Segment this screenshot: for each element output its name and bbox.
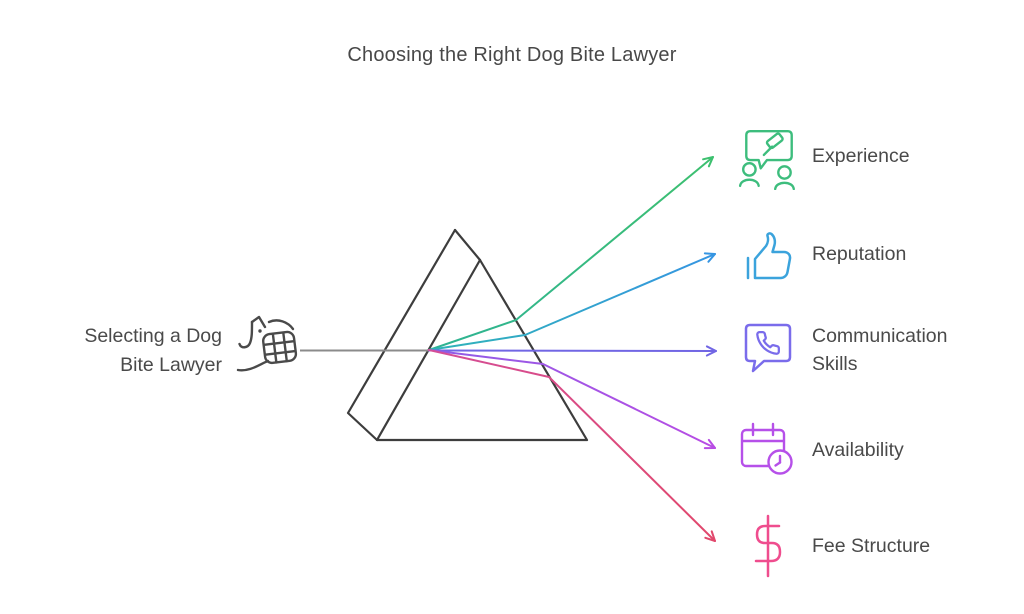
ray-communication <box>428 345 718 357</box>
calendar-clock-icon <box>740 422 793 475</box>
ray-fee <box>428 349 717 543</box>
muzzled-dog-icon <box>236 315 298 372</box>
dollar-sign-icon <box>754 514 782 578</box>
source-label-line2: Bite Lawyer <box>120 353 222 376</box>
branch-label-reputation: Reputation <box>812 243 907 265</box>
source-label: Selecting a Dog Bite Lawyer <box>30 322 222 379</box>
ray-experience <box>428 155 715 351</box>
prism <box>346 228 589 442</box>
branch-label-communication: Communication Skills <box>812 325 948 375</box>
thumbs-up-icon <box>746 232 792 280</box>
branch-label-experience: Experience <box>812 145 910 167</box>
ray-availability <box>428 349 717 450</box>
branch-label-availability: Availability <box>812 439 904 461</box>
people-gavel-icon <box>738 129 795 190</box>
branch-label-fee: Fee Structure <box>812 535 931 557</box>
page-title: Choosing the Right Dog Bite Lawyer <box>347 44 677 66</box>
speech-bubble-phone-icon <box>744 323 792 373</box>
ray-reputation <box>428 252 717 351</box>
source-label-line1: Selecting a Dog <box>84 325 222 347</box>
